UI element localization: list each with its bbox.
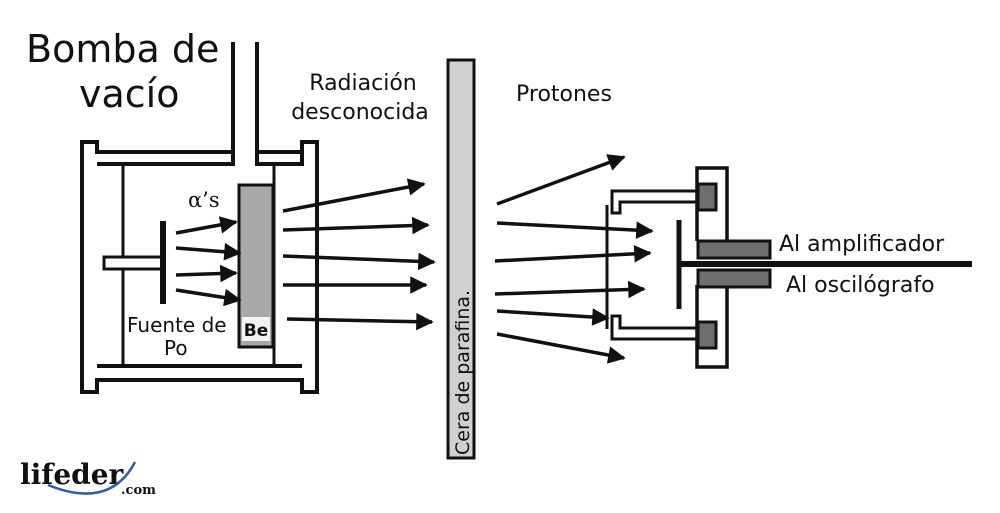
radiation-arrows bbox=[282, 178, 436, 331]
proton-arrow bbox=[494, 280, 646, 299]
chamber-outer bbox=[80, 140, 319, 394]
source-rod bbox=[102, 255, 164, 271]
beryllium-target: Be bbox=[237, 183, 275, 349]
beryllium-label-bg bbox=[242, 317, 270, 341]
protons-label: Protones bbox=[516, 82, 612, 107]
radiation-arrow bbox=[282, 252, 436, 271]
insulator-block-bottom bbox=[696, 320, 718, 350]
alpha-arrows bbox=[175, 216, 242, 307]
proton-arrow bbox=[496, 308, 610, 326]
alpha-arrow bbox=[175, 243, 242, 261]
proton-arrow bbox=[496, 332, 626, 364]
insulator-block-top bbox=[696, 182, 718, 212]
alpha-arrow bbox=[175, 216, 238, 235]
vacuum-pump-label-2: vacío bbox=[79, 72, 179, 116]
proton-arrows bbox=[494, 154, 654, 364]
logo-suffix: .com bbox=[121, 483, 156, 498]
lifeder-logo: lifeder .com bbox=[20, 458, 156, 498]
radiation-arrow bbox=[282, 216, 430, 235]
lid-left-inner bbox=[97, 152, 235, 166]
proton-arrow bbox=[494, 245, 652, 263]
paraffin-slab: Cera de parafina. bbox=[446, 58, 476, 460]
connector-block-bottom bbox=[696, 268, 772, 289]
alpha-arrow bbox=[175, 288, 242, 307]
polonium-source-label-1: Fuente de bbox=[127, 313, 227, 337]
polonium-source-label-2: Po bbox=[164, 336, 188, 360]
connector-block-top bbox=[696, 239, 772, 260]
proton-arrow bbox=[496, 154, 626, 206]
paraffin-block bbox=[446, 58, 476, 460]
alpha-arrow bbox=[175, 264, 238, 283]
alphas-label: α’s bbox=[188, 188, 220, 212]
radiation-arrow bbox=[286, 312, 434, 331]
lid-right-inner bbox=[255, 152, 304, 166]
oscillograph-label: Al oscilógrafo bbox=[786, 273, 935, 298]
logo-swoosh-icon bbox=[47, 461, 137, 495]
radiation-arrow bbox=[282, 178, 426, 213]
proton-arrow bbox=[496, 221, 654, 239]
vacuum-pump-label-1: Bomba de bbox=[26, 27, 219, 71]
lower-bracket bbox=[610, 314, 698, 341]
detector bbox=[605, 166, 972, 369]
beryllium-label: Be bbox=[244, 321, 269, 341]
logo-text: lifeder bbox=[20, 458, 125, 491]
polonium-source bbox=[102, 221, 166, 304]
unknown-radiation-label-2: desconocida bbox=[291, 100, 429, 125]
amplifier-label: Al amplificador bbox=[779, 232, 945, 257]
unknown-radiation-label-1: Radiación bbox=[309, 71, 416, 96]
paraffin-label: Cera de parafina. bbox=[452, 290, 474, 455]
upper-bracket bbox=[610, 189, 698, 215]
